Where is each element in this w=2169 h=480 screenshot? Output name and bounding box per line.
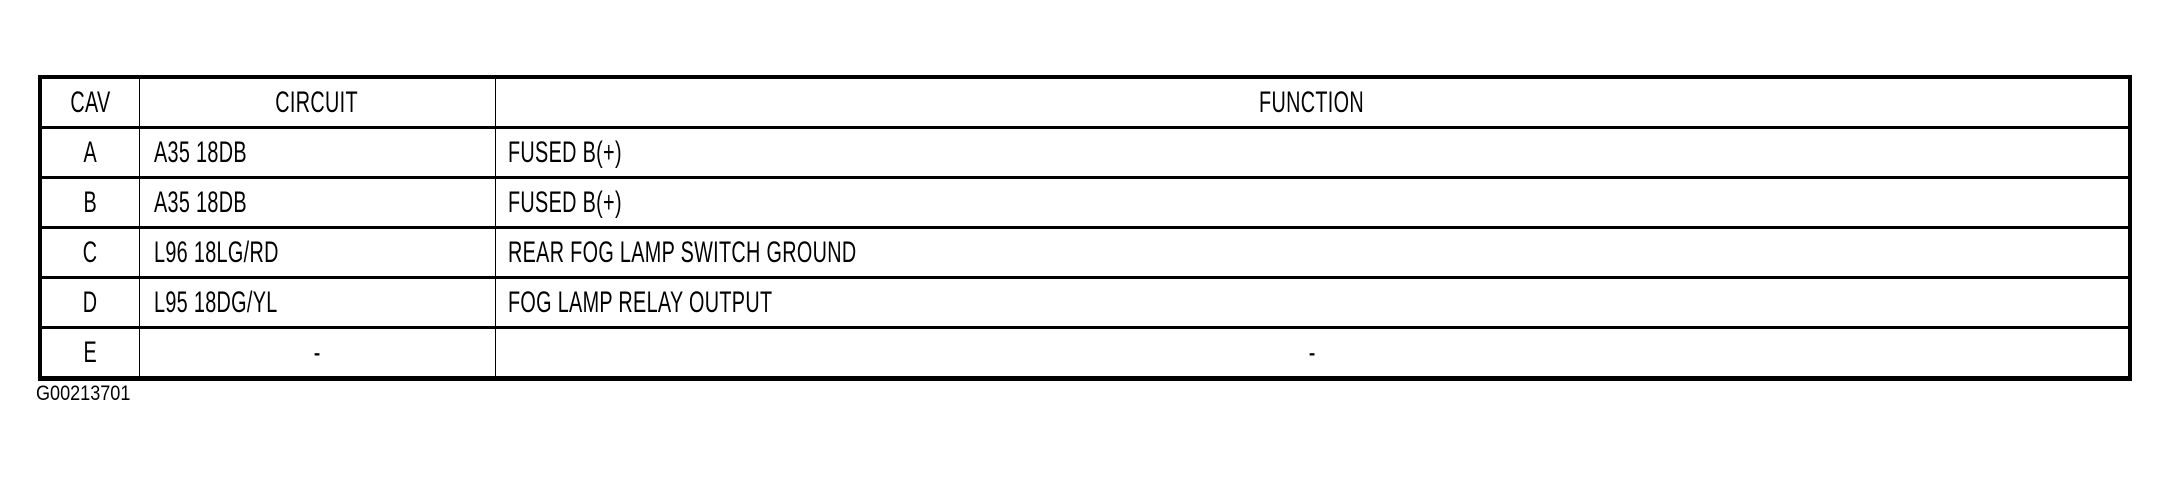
figure-id-label: G00213701 [36, 382, 131, 405]
table-header-row: CAV CIRCUIT FUNCTION [40, 77, 2130, 129]
cell-circuit: L95 18DG/YL [138, 277, 495, 329]
cell-function: - [494, 327, 2130, 379]
cell-circuit: A35 18DB [138, 127, 495, 179]
cav-value: B [83, 185, 98, 219]
function-value: FUSED B(+) [507, 185, 622, 219]
cell-cav: E [40, 328, 139, 379]
table-row: B A35 18DB FUSED B(+) [40, 177, 2130, 229]
cell-function: REAR FOG LAMP SWITCH GROUND [494, 227, 2130, 279]
cell-cav: A [40, 127, 139, 179]
header-function-label: FUNCTION [1259, 85, 1365, 119]
function-value: FOG LAMP RELAY OUTPUT [507, 285, 772, 319]
cav-value: A [83, 135, 98, 169]
circuit-value: - [313, 335, 321, 369]
table-row: A A35 18DB FUSED B(+) [40, 127, 2130, 179]
circuit-value: A35 18DB [153, 185, 247, 219]
cell-function: FOG LAMP RELAY OUTPUT [494, 277, 2130, 329]
circuit-value: L96 18LG/RD [153, 235, 279, 269]
cav-value: C [82, 235, 98, 269]
function-value: FUSED B(+) [507, 135, 622, 169]
cell-cav: B [40, 177, 139, 229]
header-cav-label: CAV [70, 85, 111, 119]
cell-cav: D [40, 277, 139, 329]
header-circuit: CIRCUIT [138, 77, 495, 129]
function-value: - [1308, 335, 1316, 369]
cell-cav: C [40, 227, 139, 279]
cell-function: FUSED B(+) [494, 127, 2130, 179]
table-row: C L96 18LG/RD REAR FOG LAMP SWITCH GROUN… [40, 227, 2130, 279]
cell-circuit: L96 18LG/RD [138, 227, 495, 279]
header-cav: CAV [40, 77, 139, 129]
connector-pinout-table: CAV CIRCUIT FUNCTION A A35 18DB FUSED B(… [38, 75, 2132, 381]
cell-circuit: A35 18DB [138, 177, 495, 229]
table-row: D L95 18DG/YL FOG LAMP RELAY OUTPUT [40, 277, 2130, 329]
header-function: FUNCTION [494, 77, 2130, 129]
cell-circuit: - [138, 327, 495, 379]
cav-value: D [82, 285, 98, 319]
function-value: REAR FOG LAMP SWITCH GROUND [507, 235, 856, 269]
cav-value: E [83, 335, 98, 369]
table-row: E - - [40, 327, 2130, 379]
circuit-value: L95 18DG/YL [153, 285, 278, 319]
circuit-value: A35 18DB [153, 135, 247, 169]
header-circuit-label: CIRCUIT [275, 85, 359, 119]
cell-function: FUSED B(+) [494, 177, 2130, 229]
